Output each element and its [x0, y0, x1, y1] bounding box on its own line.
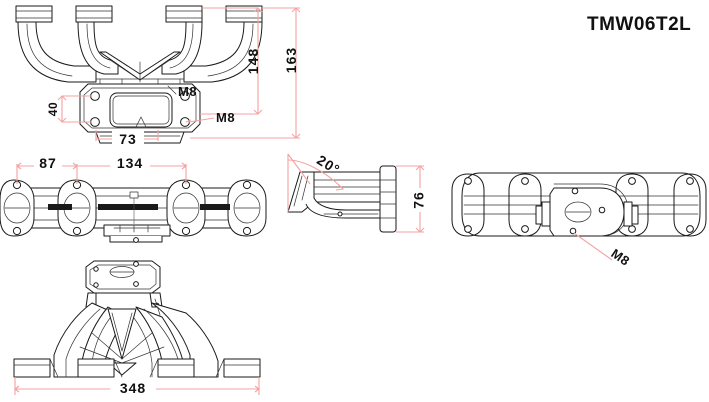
dim-148: 148	[200, 7, 263, 115]
front-view-runner-ports	[15, 5, 263, 23]
side-view-turbine-flange	[379, 165, 397, 233]
rear-view-port-flanges	[451, 173, 707, 237]
dim-40-label: 40	[46, 102, 60, 116]
callout-m8-front-secondary-label: M8	[178, 84, 197, 99]
front-view-runners	[17, 21, 263, 83]
dim-87: 87	[16, 154, 78, 184]
bottom-view: 348	[13, 260, 261, 398]
dim-134: 134	[77, 154, 187, 184]
top-view-port-flanges	[0, 179, 267, 237]
dim-76: 76	[396, 165, 429, 233]
dim-348: 348	[14, 377, 260, 398]
callout-m8-rear-label: M8	[608, 246, 632, 269]
dim-348-label: 348	[120, 380, 146, 396]
callout-m8-front-label: M8	[216, 110, 235, 125]
front-view-turbo-flange	[79, 78, 201, 144]
dim-73-label-text: 73	[119, 131, 137, 147]
top-view-collector	[103, 191, 171, 243]
dim-134-label: 134	[117, 155, 143, 171]
callout-m8-front-secondary: M8	[167, 84, 197, 99]
front-view: 148 163 40 73 73	[15, 5, 301, 148]
dim-163-label: 163	[283, 47, 299, 73]
side-view-body	[287, 171, 383, 219]
rear-view-collector	[535, 183, 639, 237]
rear-view: M8	[451, 172, 707, 269]
top-view: 87 134	[0, 154, 267, 243]
side-view: 20° 76	[287, 152, 429, 233]
dim-40: 40	[46, 95, 92, 123]
bottom-view-turbo-pad	[85, 260, 163, 316]
title-block: TMW06T2L	[587, 14, 691, 35]
page-title: TMW06T2L	[587, 14, 691, 35]
top-view-runner-bars	[48, 204, 230, 210]
callout-m8-rear: M8	[573, 232, 633, 269]
dim-148-label: 148	[245, 48, 261, 74]
callout-m8-front: M8	[185, 110, 235, 125]
dim-163: 163	[190, 7, 301, 139]
bottom-view-runners	[53, 302, 219, 378]
dim-87-label: 87	[39, 155, 57, 171]
dim-73: 73 73	[95, 130, 159, 148]
dim-76-label: 76	[411, 191, 427, 209]
bottom-view-flange-feet	[13, 358, 261, 378]
